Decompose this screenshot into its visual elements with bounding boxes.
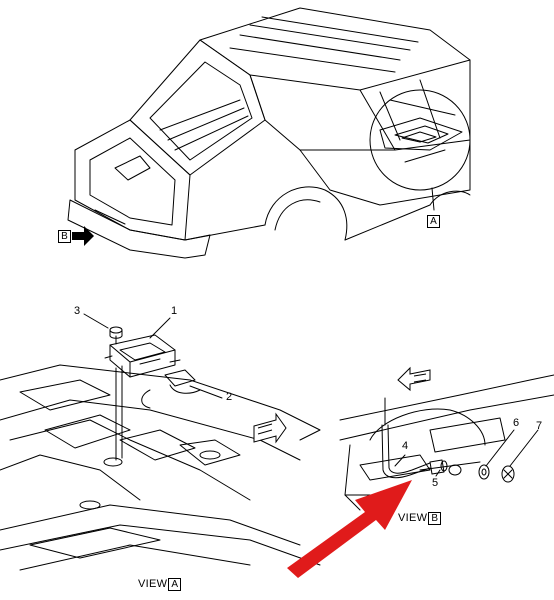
view-b-bumper: [339, 374, 554, 511]
vehicle-overview: [67, 7, 471, 259]
view-b-letter: B: [428, 512, 442, 525]
leader-lines: [83, 313, 539, 477]
retainer-7: [501, 465, 515, 483]
red-pointer-arrow: [287, 480, 412, 578]
callout-6: 6: [513, 417, 520, 429]
sensor-cable-4: [381, 397, 431, 479]
callout-4: 4: [402, 440, 409, 452]
view-a-word: VIEW: [138, 578, 168, 590]
view-b-word: VIEW: [398, 512, 428, 524]
callout-7: 7: [536, 420, 543, 432]
callout-2: 2: [226, 391, 233, 403]
callout-5: 5: [432, 477, 439, 489]
callout-1: 1: [171, 305, 178, 317]
view-a-letter: A: [168, 578, 182, 591]
grommet-6: [478, 464, 490, 480]
view-a-tag: A: [427, 215, 440, 228]
view-b-tag: B: [58, 230, 71, 243]
sensing-module: [104, 334, 181, 378]
sensor-5: [429, 459, 448, 475]
harness-connector-2: [141, 369, 201, 409]
callout-3: 3: [74, 305, 81, 317]
detail-circle-a: [369, 89, 471, 211]
fastener-3: [109, 326, 123, 345]
view-a-floor: [0, 364, 321, 571]
forward-arrow-view-a: [253, 412, 287, 444]
direction-arrow-b: [72, 226, 94, 246]
forward-arrow-view-b: [397, 366, 431, 392]
